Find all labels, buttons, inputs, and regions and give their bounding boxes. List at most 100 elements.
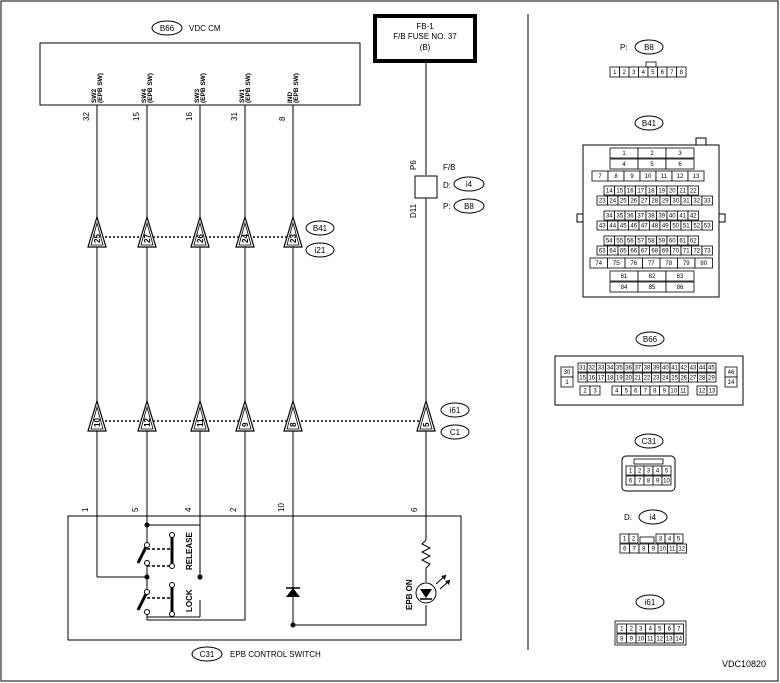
switch-pin-2: 2: [229, 507, 238, 512]
b66-pin-37: 37: [632, 362, 643, 373]
wires: [96, 61, 427, 625]
b41-pin-31: 31: [680, 195, 692, 206]
svg-text:51: 51: [683, 224, 690, 230]
svg-text:3: 3: [632, 70, 636, 76]
svg-text:22: 22: [644, 376, 651, 382]
b66-pin-31: 31: [577, 362, 588, 373]
svg-text:2: 2: [623, 70, 627, 76]
svg-text:32: 32: [693, 199, 700, 205]
i4-pin-1: 1: [619, 533, 630, 544]
svg-text:3: 3: [659, 537, 663, 543]
svg-text:35: 35: [616, 214, 623, 220]
b41-pin-33: 33: [701, 195, 713, 206]
switch-code-badge: [191, 646, 223, 662]
i61-pin-11: 11: [645, 633, 656, 644]
svg-text:36: 36: [627, 214, 634, 220]
svg-text:13: 13: [693, 174, 700, 180]
svg-text:5: 5: [625, 389, 629, 395]
fuse-line-1: FB-1: [416, 22, 434, 31]
svg-text:27: 27: [143, 234, 152, 243]
svg-text:11: 11: [196, 418, 205, 427]
svg-text:30: 30: [672, 199, 679, 205]
b8-pin-8: 8: [676, 66, 687, 78]
switch-pin-4: 4: [184, 507, 193, 512]
b41-pin-83: 83: [665, 270, 695, 282]
svg-text:4: 4: [642, 70, 646, 76]
b66-pin-10: 10: [668, 385, 679, 396]
svg-text:18: 18: [607, 376, 614, 382]
b41-pin-27: 27: [137, 214, 157, 248]
svg-text:83: 83: [677, 274, 684, 280]
i61-pin-12: 12: [654, 633, 665, 644]
b66-pin-33: 33: [596, 362, 607, 373]
svg-text:10: 10: [670, 389, 677, 395]
b41-pin-23: 23: [596, 195, 608, 206]
svg-text:5: 5: [422, 422, 431, 427]
b66-pin-38: 38: [642, 362, 653, 373]
b41-pin-7: 7: [591, 170, 609, 182]
c1-code: C1: [450, 428, 461, 437]
b41-pin-30: 30: [670, 195, 682, 206]
svg-text:58: 58: [648, 239, 655, 245]
svg-text:23: 23: [289, 234, 298, 243]
svg-text:42: 42: [690, 214, 697, 220]
b66-pin-1: 1: [560, 376, 574, 388]
b66-pin-40: 40: [660, 362, 671, 373]
svg-text:9: 9: [663, 389, 667, 395]
svg-text:16: 16: [185, 112, 194, 121]
svg-text:2: 2: [583, 389, 587, 395]
fb-d-code: i4: [466, 180, 473, 189]
svg-text:56: 56: [627, 239, 634, 245]
b41-pin-28: 28: [649, 195, 661, 206]
svg-text:49: 49: [662, 224, 669, 230]
b41-pin-6: 6: [665, 158, 695, 170]
b41-pin-3: 3: [665, 147, 695, 159]
b41-pin-32: 32: [691, 195, 703, 206]
c31-pin-1: 1: [625, 465, 636, 476]
svg-text:29: 29: [708, 376, 715, 382]
svg-text:64: 64: [609, 249, 616, 255]
b66-pin-2: 2: [579, 385, 591, 396]
b41-pin-48: 48: [649, 220, 661, 231]
svg-text:40: 40: [669, 214, 676, 220]
svg-text:73: 73: [704, 249, 711, 255]
svg-text:54: 54: [606, 239, 613, 245]
svg-text:25: 25: [671, 376, 678, 382]
svg-text:32: 32: [588, 366, 595, 372]
i61-code: i61: [450, 406, 461, 415]
fb-bottom-pin: D11: [409, 203, 418, 218]
svg-text:42: 42: [680, 366, 687, 372]
b41-pin-59: 59: [656, 235, 668, 246]
svg-text:5: 5: [650, 162, 654, 168]
b41-pin-40: 40: [666, 210, 678, 221]
svg-text:9: 9: [630, 174, 634, 180]
svg-text:25: 25: [93, 234, 102, 243]
b41-code: B41: [313, 224, 328, 233]
b41-pin-25: 25: [87, 214, 107, 248]
svg-text:31: 31: [579, 366, 586, 372]
b41-pin-21: 21: [677, 185, 689, 196]
svg-text:75: 75: [613, 261, 620, 267]
svg-text:6: 6: [661, 70, 665, 76]
svg-text:10: 10: [663, 479, 670, 485]
b41-pin-57: 57: [635, 235, 647, 246]
b41-pin-14: 14: [603, 185, 615, 196]
i61-pin-11: 11: [190, 398, 210, 432]
svg-text:81: 81: [621, 274, 628, 280]
b41-pin-34: 34: [603, 210, 615, 221]
b41-pin-51: 51: [680, 220, 692, 231]
svg-text:8: 8: [647, 479, 651, 485]
svg-text:41: 41: [679, 214, 686, 220]
svg-text:16: 16: [627, 189, 634, 195]
resistor-icon: [420, 539, 432, 569]
svg-text:SW4(EPB SW): SW4(EPB SW): [141, 73, 154, 103]
switch-pin-6: 6: [410, 507, 419, 512]
b41-pin-84: 84: [609, 281, 639, 293]
svg-text:80: 80: [700, 261, 707, 267]
svg-text:11: 11: [669, 547, 676, 553]
b66-pin-44: 44: [697, 362, 708, 373]
svg-text:18: 18: [648, 189, 655, 195]
